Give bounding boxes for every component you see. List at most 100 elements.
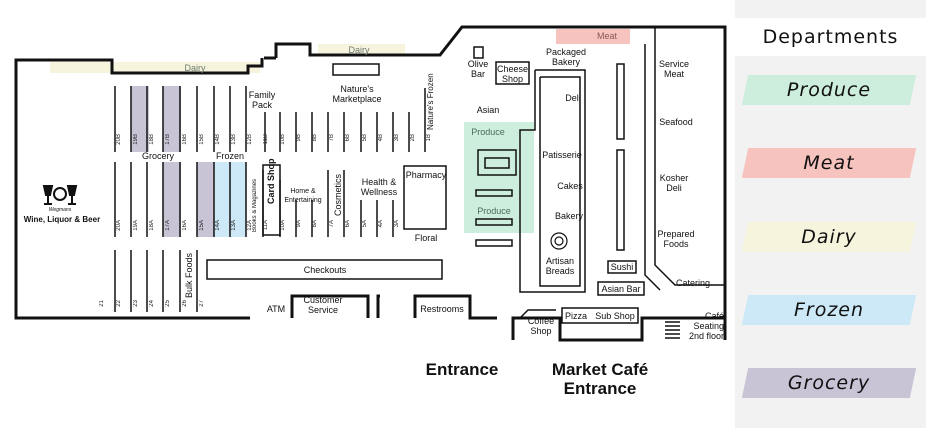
natures-marketplace-label: Nature's Marketplace <box>332 84 382 104</box>
legend-item-produce: Produce <box>741 75 917 105</box>
aisle-label-5a: 5A <box>362 220 368 228</box>
grocery-label: Grocery <box>141 151 174 161</box>
aisle-label-22: 22 <box>116 300 122 307</box>
legend-item-label: Dairy <box>801 226 857 248</box>
wall-customer-service <box>290 294 370 318</box>
aisle-label-3b: 3B <box>394 134 400 142</box>
aisle-label-19a: 19A <box>133 220 139 231</box>
aisle-label-13b: 13B <box>231 134 237 145</box>
aisle-label-18b: 18B <box>149 134 155 145</box>
aisle-label-16b: 16B <box>182 134 188 145</box>
aisle-label-3a: 3A <box>394 220 400 228</box>
dairy-band-left <box>50 62 260 73</box>
market-cafe-entrance-label: Market Café Entrance <box>551 360 649 398</box>
cosmetics-label: Cosmetics <box>333 173 343 216</box>
legend-item-label: Grocery <box>787 372 871 394</box>
produce-label-2: Produce <box>477 206 511 216</box>
aisle-label-23: 23 <box>133 300 139 307</box>
service-meat-label: Service Meat <box>658 59 689 79</box>
aisle-label-10a: 10A <box>280 220 286 231</box>
pharmacy-label: Pharmacy <box>405 170 447 180</box>
artisan-breads-label: Artisan Breads <box>545 256 575 276</box>
cheese-shop-label: Cheese Shop <box>496 64 529 84</box>
aisle-label-10b: 10B <box>280 134 286 145</box>
bakery-label: Bakery <box>554 211 583 221</box>
frozen-aisle-13a <box>230 162 246 237</box>
packaged-bakery-label: Packaged Bakery <box>545 47 587 67</box>
aisle-label-4b: 4B <box>378 134 384 142</box>
cakes-label: Cakes <box>557 181 583 191</box>
store-floorplan-svg <box>14 25 727 342</box>
entrance-label: Entrance <box>425 360 499 379</box>
aisle-label-17a: 17A <box>165 220 171 231</box>
wegmans-logo: Wegmans <box>48 207 72 213</box>
kosher-deli-label: Kosher Deli <box>659 173 689 193</box>
natures-frozen-label: Nature's Frozen <box>426 73 435 130</box>
aisle-label-15b: 15B <box>199 134 205 145</box>
aisle-label-14b: 14B <box>215 134 221 145</box>
aisle-label-12a: 12A <box>247 220 253 231</box>
coffee-shop-label: Coffee Shop <box>527 316 555 336</box>
aisle-label-7b: 7B <box>329 134 335 142</box>
sub-shop-label: Sub Shop <box>595 311 635 321</box>
wall-restroom-left <box>376 294 380 318</box>
wine-glass-icon <box>42 185 78 205</box>
seafood-label: Seafood <box>659 117 693 127</box>
aisle-label-20a: 20A <box>116 220 122 231</box>
frozen-aisle-14a <box>214 162 230 237</box>
legend-item-label: Meat <box>803 152 855 174</box>
family-pack-label: Family Pack <box>248 90 276 110</box>
legend-item-grocery: Grocery <box>741 368 917 398</box>
aisle-label-6b: 6B <box>345 134 351 142</box>
legend-item-label: Frozen <box>793 299 865 321</box>
bulk-foods-label: Bulk Foods <box>184 252 194 298</box>
deli-label: Deli <box>565 93 581 103</box>
aisle-label-13a: 13A <box>231 220 237 231</box>
aisle-label-26: 26 <box>182 300 188 307</box>
cafe-seating-label: Café Seating 2nd floor <box>688 311 724 341</box>
sushi-label: Sushi <box>610 262 634 272</box>
aisle-label-27: 27 <box>199 300 205 307</box>
aisle-label-16a: 16A <box>182 220 188 231</box>
wall-cafe <box>511 316 725 342</box>
aisle-label-18a: 18A <box>149 220 155 231</box>
catering-label: Catering <box>675 278 711 288</box>
wall-north-east <box>274 25 727 340</box>
legend-item-frozen: Frozen <box>741 295 917 325</box>
asian-bar-label: Asian Bar <box>601 284 641 294</box>
aisle-label-24: 24 <box>149 300 155 307</box>
legend-title: Departments <box>735 18 926 56</box>
restrooms-label: Restrooms <box>420 304 464 314</box>
grocery-aisle-17b <box>163 86 181 152</box>
aisle-label-12b: 12B <box>247 134 253 145</box>
grocery-aisle-17a <box>163 162 181 237</box>
customer-service-label: Customer Service <box>303 295 343 315</box>
aisle-label-11a: 11A <box>263 220 269 231</box>
aisle-label-1b: 1B <box>426 134 432 142</box>
legend-item-meat: Meat <box>741 148 917 178</box>
aisle-label-21: 21 <box>99 300 105 307</box>
aisle-label-9a: 9A <box>296 220 302 228</box>
aisle-label-17b: 17B <box>165 134 171 145</box>
aisle-label-15a: 15A <box>199 220 205 231</box>
patisserie-label: Patisserie <box>542 150 582 160</box>
asian-label: Asian <box>476 105 500 115</box>
aisle-label-4a: 4A <box>378 220 384 228</box>
aisle-label-2b: 2B <box>410 134 416 142</box>
floral-label: Floral <box>414 233 438 243</box>
wall-restrooms <box>413 294 497 320</box>
aisle-label-5b: 5B <box>362 134 368 142</box>
aisle-label-8b: 8B <box>312 134 318 142</box>
store-map: Dairy Dairy Meat Produce Produce Wegmans… <box>14 25 727 398</box>
aisle-label-11b: 11B <box>263 134 269 145</box>
prepared-foods-label: Prepared Foods <box>657 229 695 249</box>
aisle-label-14a: 14A <box>215 220 221 231</box>
produce-area <box>464 122 534 233</box>
artisan-oven-icon <box>550 232 568 250</box>
aisle-label-9b: 9B <box>296 134 302 142</box>
checkouts-label: Checkouts <box>303 265 347 275</box>
dairy-band-top <box>318 44 405 55</box>
grocery-aisle-19b <box>131 86 149 152</box>
legend-item-dairy: Dairy <box>741 222 917 252</box>
olive-bar-label: Olive Bar <box>467 59 489 79</box>
